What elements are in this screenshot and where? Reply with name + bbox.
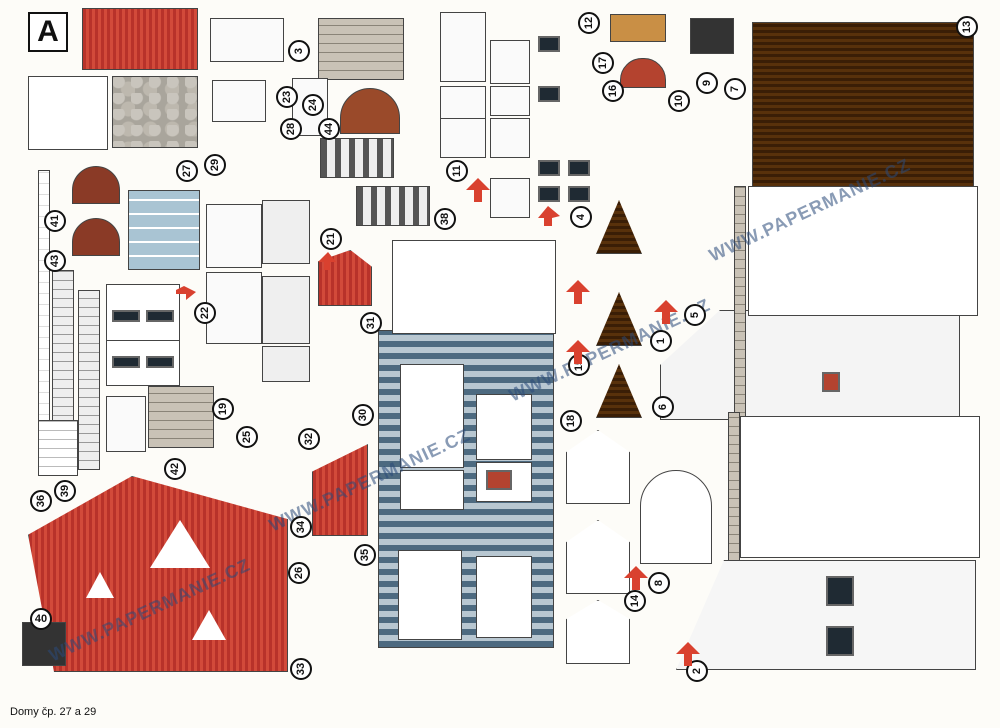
red-roof-swatch <box>82 8 198 70</box>
window-tile-2 <box>212 80 266 122</box>
central-white-panel <box>392 240 556 334</box>
white-swatch <box>28 76 108 150</box>
window-icon <box>538 186 560 202</box>
window-tile-column-5 <box>440 118 486 158</box>
facade-window-cutout-2 <box>476 394 532 460</box>
window-frame-part-3 <box>262 346 310 382</box>
window-icon <box>826 576 854 606</box>
left-lower-strip <box>38 420 78 476</box>
left-strip-part-3 <box>78 290 100 470</box>
red-window-icon <box>486 470 512 490</box>
facade-window-cutout-4 <box>400 470 464 510</box>
window-tile <box>210 18 284 62</box>
window-frame-part <box>262 200 310 264</box>
window-tile-column-2 <box>490 40 530 84</box>
window-icon <box>538 160 560 176</box>
gable-facade-lower <box>740 416 980 558</box>
window-icon <box>112 356 140 368</box>
sheet-letter: A <box>28 12 68 52</box>
window-tile-column-6 <box>490 118 530 158</box>
window-icon <box>826 626 854 656</box>
facade-window-cutout-6 <box>476 556 532 638</box>
window-icon <box>568 186 590 202</box>
window-icon <box>538 36 560 52</box>
facade-window-cutout-5 <box>398 550 462 640</box>
bracket-row-part-2 <box>356 186 430 226</box>
blank-panel <box>206 204 262 268</box>
part-number-badge: 40 <box>30 608 52 630</box>
arched-door-part <box>72 166 120 204</box>
blank-panel-3 <box>106 396 146 452</box>
window-icon <box>146 356 174 368</box>
bracket-row-part <box>320 138 394 178</box>
window-panel <box>128 190 200 270</box>
arched-window-part <box>620 58 666 88</box>
chimney-dark-part <box>690 18 734 54</box>
cobblestone-swatch <box>112 76 198 148</box>
red-window-icon <box>822 372 840 392</box>
blank-panel-2 <box>206 272 262 344</box>
door-part <box>340 88 400 134</box>
window-icon <box>568 160 590 176</box>
shingle-roof-part <box>752 22 974 190</box>
arched-frame-part <box>640 470 712 564</box>
chimney-part <box>610 14 666 42</box>
window-icon <box>146 310 174 322</box>
window-tile-column-7 <box>490 178 530 218</box>
sheet-caption: Domy čp. 27 a 29 <box>10 706 97 718</box>
window-tile-column <box>440 12 486 82</box>
facade-window-cutout <box>400 364 464 468</box>
window-frame-part-2 <box>262 276 310 344</box>
window-icon <box>112 310 140 322</box>
arched-door-part-2 <box>72 218 120 256</box>
window-icon <box>538 86 560 102</box>
gable-facade-upper <box>660 310 960 420</box>
stone-gate-part <box>318 18 404 80</box>
window-tile-column-4 <box>490 86 530 116</box>
arrow-icon <box>176 178 700 666</box>
stone-arch-part <box>148 386 214 448</box>
gable-white-panel <box>748 186 978 316</box>
